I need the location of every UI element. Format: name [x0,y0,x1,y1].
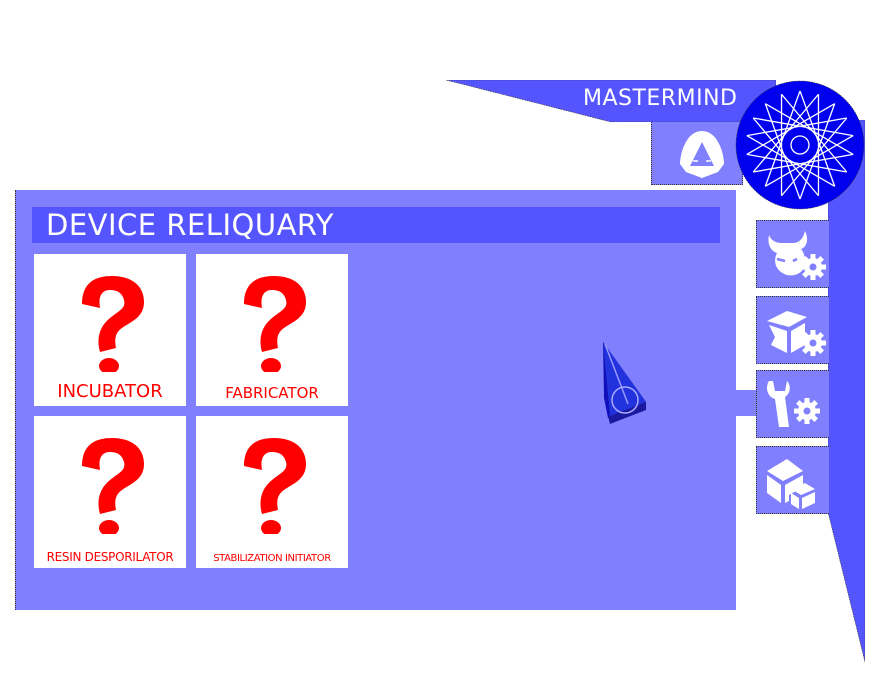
wrench-gear-icon [767,381,820,427]
player-title: MASTERMIND [583,86,738,111]
star-line [746,135,836,187]
right-frame-strip [828,120,865,662]
side-tab-creature-settings[interactable] [756,220,829,288]
avatar-tab[interactable] [651,122,743,185]
panel-title-bar: DEVICE RELIQUARY [32,207,720,243]
side-tab-device-settings[interactable] [756,296,829,364]
star-line [764,90,801,187]
star-line [799,90,836,187]
question-mark-icon [244,438,306,534]
star-line [753,117,854,137]
device-label: RESIN DESPORILATOR [46,550,174,564]
device-card-incubator[interactable]: INCUBATOR [34,254,186,406]
side-tab-items[interactable] [756,446,829,514]
open-box-gear-icon [767,311,826,356]
device-card-fabricator[interactable]: FABRICATOR [196,254,348,406]
question-mark-icon [82,276,144,372]
star-line [746,103,836,155]
panel-title: DEVICE RELIQUARY [46,208,334,242]
star-line [746,153,847,173]
side-tab-tool-settings[interactable] [756,370,829,438]
star-line [753,153,854,173]
star-line [781,117,848,197]
device-card-resin-desporilator[interactable]: RESIN DESPORILATOR [34,416,186,568]
question-mark-icon [244,276,306,372]
pyramid-cursor-icon [603,342,646,424]
star-line [764,135,854,187]
device-label: STABILIZATION INITIATOR [213,553,331,564]
question-mark-icon [82,438,144,534]
header-banner [446,80,776,122]
device-card-stabilization-initiator[interactable]: STABILIZATION INITIATOR [196,416,348,568]
spirograph-star-icon[interactable] [735,80,865,210]
device-label: FABRICATOR [225,384,319,402]
hooded-figure-icon [680,131,724,178]
cubes-icon [767,459,815,509]
star-line [752,93,819,173]
star-line [746,117,847,137]
star-line [764,103,801,200]
device-label: INCUBATOR [57,381,163,402]
star-line [781,93,848,173]
star-line [799,103,836,200]
star-line [764,103,854,155]
star-line [752,117,819,197]
horned-head-gear-icon [768,231,826,280]
